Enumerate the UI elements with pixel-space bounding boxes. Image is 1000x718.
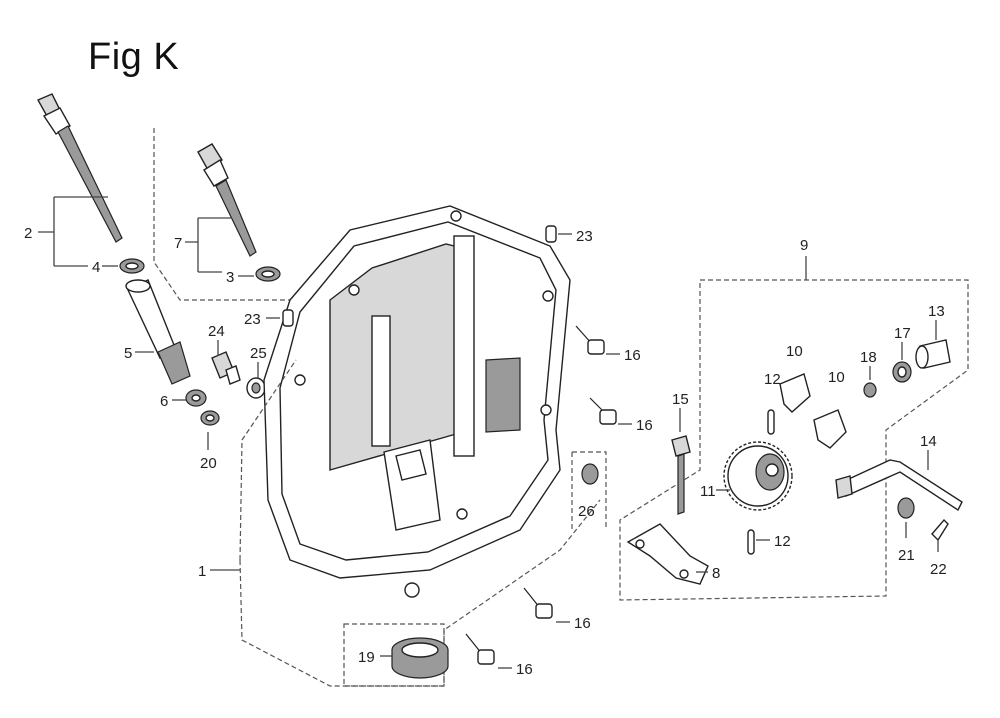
- clip-22: [931, 518, 949, 542]
- cap-26: [581, 463, 599, 485]
- washer-18: [863, 382, 877, 398]
- callout-14: 14: [920, 433, 937, 450]
- callout-21: 21: [898, 547, 915, 564]
- flange-bolt-16b: [589, 397, 617, 425]
- callout-23b: 23: [244, 311, 261, 328]
- o-ring-4: [119, 258, 145, 274]
- callout-6: 6: [160, 393, 168, 410]
- callout-26: 26: [578, 503, 595, 520]
- callout-25: 25: [250, 345, 267, 362]
- pin-12a: [767, 409, 775, 435]
- governor-gear-11: [723, 441, 793, 511]
- washer-21: [897, 497, 915, 519]
- callout-23a: 23: [576, 228, 593, 245]
- washer-20: [200, 410, 220, 426]
- callout-4: 4: [92, 259, 100, 276]
- washer-25: [246, 377, 266, 399]
- callout-9: 9: [800, 237, 808, 254]
- callout-3: 3: [226, 269, 234, 286]
- crankcase-cover: [263, 205, 571, 598]
- pin-12b: [747, 529, 755, 555]
- callout-17: 17: [894, 325, 911, 342]
- o-ring-3: [255, 266, 281, 282]
- governor-lever-14: [835, 459, 963, 512]
- callout-2: 2: [24, 225, 32, 242]
- callout-15: 15: [672, 391, 689, 408]
- callout-10b: 10: [828, 369, 845, 386]
- callout-22: 22: [930, 561, 947, 578]
- washer-6: [185, 389, 207, 407]
- callout-24: 24: [208, 323, 225, 340]
- callout-1: 1: [198, 563, 206, 580]
- dipstick-long: [37, 93, 123, 243]
- callout-18: 18: [860, 349, 877, 366]
- oil-seal-19: [391, 637, 449, 679]
- dowel-pin-23b: [282, 309, 294, 327]
- callout-16a: 16: [624, 347, 641, 364]
- washer-17: [892, 361, 912, 383]
- callout-8: 8: [712, 565, 720, 582]
- figure-title: Fig K: [88, 36, 180, 78]
- flange-bolt-16a: [575, 325, 605, 355]
- callout-16b: 16: [636, 417, 653, 434]
- governor-arm-8: [626, 523, 709, 585]
- callout-20: 20: [200, 455, 217, 472]
- dowel-pin-23a: [545, 225, 557, 243]
- bolt-24: [211, 351, 241, 385]
- callout-5: 5: [124, 345, 132, 362]
- callout-12a: 12: [764, 371, 781, 388]
- callout-13: 13: [928, 303, 945, 320]
- callout-12b: 12: [774, 533, 791, 550]
- filler-tube-5: [125, 279, 191, 385]
- weight-10a: [779, 373, 811, 413]
- callout-16d: 16: [516, 661, 533, 678]
- dipstick-short: [197, 143, 257, 257]
- callout-7: 7: [174, 235, 182, 252]
- callout-11: 11: [700, 483, 716, 500]
- flange-bolt-16c: [523, 587, 553, 619]
- callout-10a: 10: [786, 343, 803, 360]
- sleeve-13: [915, 339, 951, 369]
- callout-19: 19: [358, 649, 375, 666]
- weight-10b: [813, 409, 847, 449]
- flange-bolt-16d: [465, 633, 495, 665]
- callout-16c: 16: [574, 615, 591, 632]
- governor-shaft-15: [671, 435, 691, 515]
